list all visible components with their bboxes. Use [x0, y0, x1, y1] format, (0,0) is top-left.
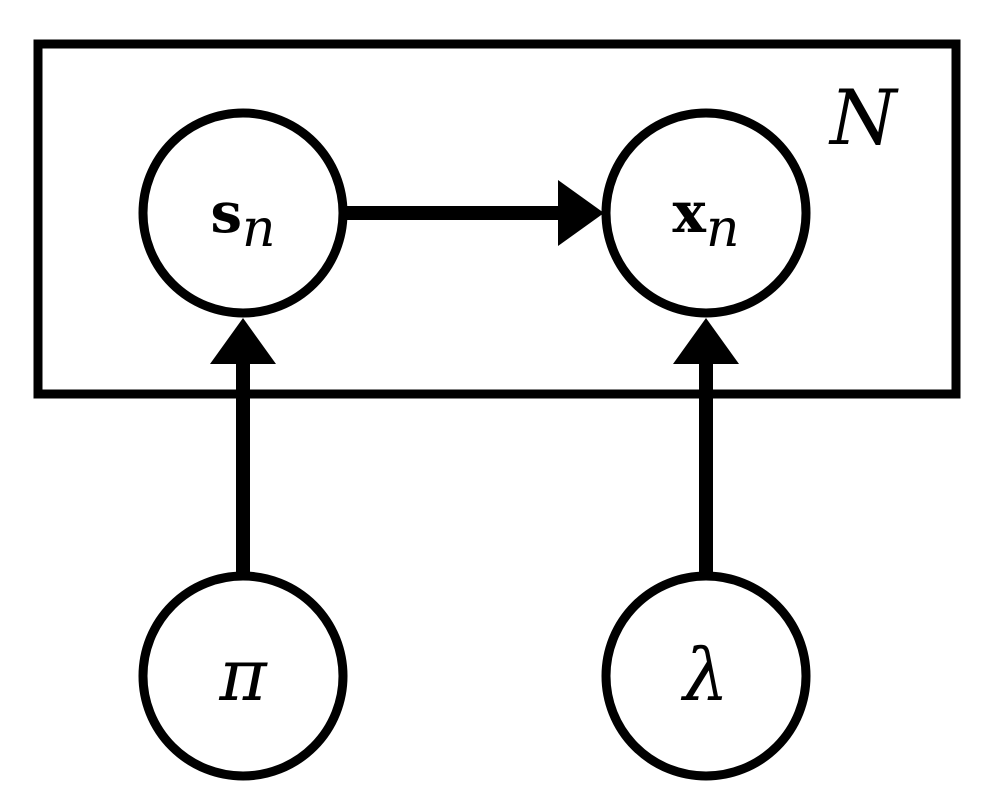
- plate-label: N: [828, 73, 899, 162]
- node-s: sn: [138, 108, 348, 318]
- arrowhead-pi-to-s: [210, 318, 276, 364]
- edge-pi-to-s: [210, 318, 276, 576]
- edge-lambda-to-x: [673, 318, 739, 576]
- node-s-label: sn: [210, 180, 275, 259]
- node-lambda-label: λ: [680, 633, 729, 717]
- plate: [33, 39, 961, 399]
- node-pi: π: [138, 571, 348, 781]
- node-x: xn: [601, 108, 811, 318]
- edge-s-to-x: [346, 180, 604, 246]
- arrowhead-lambda-to-x: [673, 318, 739, 364]
- node-pi-label: π: [218, 633, 268, 717]
- node-lambda: λ: [601, 571, 811, 781]
- arrowhead-s-to-x: [558, 180, 604, 246]
- node-x-label: xn: [673, 180, 740, 259]
